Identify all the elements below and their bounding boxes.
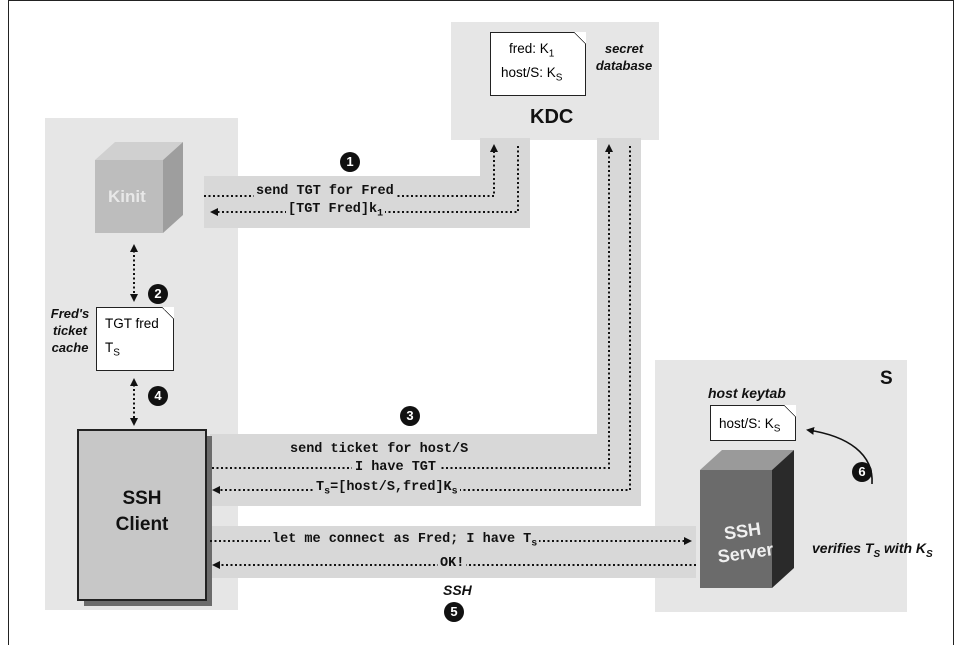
msg-ts-sub2: s — [451, 486, 458, 498]
cache-tgt-line: TGT fred — [105, 316, 159, 331]
figure-frame — [8, 0, 954, 645]
client-kdc-riser — [597, 138, 641, 506]
server-cube-front — [700, 470, 772, 588]
msg-ts-sub: s — [324, 486, 331, 498]
server-region-label: S — [880, 368, 893, 389]
ticket-cache-doc: TGT fred TS — [96, 307, 174, 371]
ssh-client-label: SSH Client — [104, 486, 180, 538]
cache-ts-text: T — [105, 340, 114, 355]
verify-sub-2: S — [926, 548, 933, 560]
cache-ts-sub: S — [113, 347, 120, 359]
step-2-badge: 2 — [148, 284, 168, 304]
step-5-badge: 5 — [444, 602, 464, 622]
msg-tgt-reply-sub: 1 — [377, 208, 384, 220]
msg-ts-main: =[host/S,fred]K — [330, 480, 452, 495]
client-box — [77, 429, 212, 606]
db-entry-fred-sub: 1 — [548, 48, 555, 60]
msg-tgt-reply-text: [TGT Fred]k — [288, 202, 378, 217]
kdc-label: KDC — [530, 106, 574, 128]
server-cube-side — [772, 450, 794, 588]
server-cube — [700, 450, 794, 588]
step-6-badge: 6 — [852, 462, 872, 482]
arrow-verify — [806, 426, 873, 485]
ticket-cache-caption: Fred's ticket cache — [48, 305, 92, 356]
keytab-entry: host/S: KS — [719, 416, 780, 435]
keytab-entry-sub: S — [773, 423, 781, 435]
keytab-entry-text: host/S: K — [719, 416, 774, 431]
msg-tgt-reply: [TGT Fred]k1 — [286, 202, 386, 220]
cache-caption-1: Fred's — [50, 306, 90, 321]
kinit-cube-side — [163, 142, 183, 233]
host-keytab-caption: host keytab — [708, 385, 786, 401]
cache-caption-3: cache — [51, 340, 89, 355]
client-label-1: SSH — [122, 488, 162, 509]
verify-prefix: verifies T — [812, 540, 874, 556]
msg-send-ticket: send ticket for host/S — [290, 442, 469, 457]
arrow-send-tgt — [204, 144, 498, 197]
db-entry-host-sub: S — [555, 72, 563, 84]
client-label-2: Client — [115, 514, 169, 535]
cache-ts-line: TS — [105, 340, 120, 359]
msg-connect: let me connect as Fred; I have Ts — [270, 532, 540, 550]
msg-ok: OK! — [438, 556, 467, 571]
msg-ts-reply: Ts=[host/S,fred]Ks — [314, 480, 460, 498]
host-keytab-doc: host/S: KS — [710, 405, 796, 441]
client-box-front — [77, 429, 207, 601]
cache-caption-2: ticket — [53, 323, 87, 338]
kinit-label: Kinit — [108, 187, 146, 206]
verify-caption: verifies TS with KS — [812, 540, 933, 560]
msg-connect-text: let me connect as Fred; I have T — [272, 532, 532, 547]
arrow-send-ticket — [212, 144, 613, 469]
msg-connect-sub: s — [531, 538, 538, 550]
ssh-protocol-label: SSH — [443, 582, 472, 598]
msg-have-tgt: I have TGT — [352, 460, 440, 475]
server-cube-top — [700, 450, 794, 470]
step-1-badge: 1 — [340, 152, 360, 172]
db-entry-host: host/S: KS — [501, 65, 562, 84]
step-4-badge: 4 — [148, 386, 168, 406]
kinit-cube-front — [95, 160, 163, 233]
kinit-cube — [95, 142, 183, 233]
db-entry-host-text: host/S: K — [501, 65, 556, 80]
secret-database-doc: fred: K1 host/S: KS — [490, 32, 586, 96]
kinit-cube-top — [95, 142, 183, 160]
verify-mid: with K — [880, 540, 927, 556]
db-entry-fred: fred: K1 — [509, 41, 554, 60]
msg-send-tgt: send TGT for Fred — [254, 184, 396, 199]
verify-sub-1: S — [873, 548, 881, 560]
step-3-badge: 3 — [400, 406, 420, 426]
db-entry-fred-text: fred: K — [509, 41, 549, 56]
msg-ts-pre: T — [316, 480, 325, 495]
secret-database-caption: secret database — [595, 41, 653, 73]
